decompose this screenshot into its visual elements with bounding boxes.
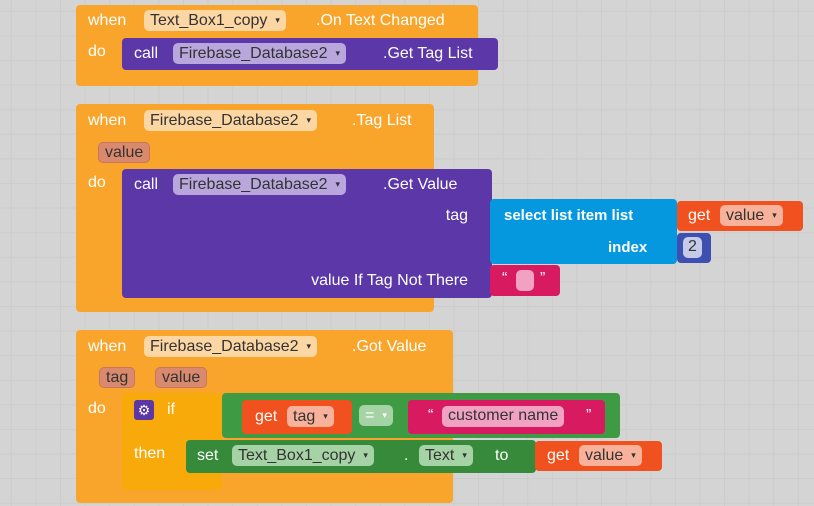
component-dropdown[interactable]: Firebase_Database2 ▾ [144, 110, 318, 131]
component-name: Firebase_Database2 [179, 45, 328, 62]
set-text-block[interactable]: set Text_Box1_copy ▾ . Text ▾ to [186, 440, 536, 473]
component-dropdown[interactable]: Firebase_Database2 ▾ [144, 336, 318, 357]
gear-icon[interactable]: ⚙ [134, 400, 154, 420]
get-label: get [688, 207, 711, 224]
if-label: if [167, 401, 175, 418]
component-name: Text_Box1_copy [238, 447, 356, 464]
param-value[interactable]: value [155, 367, 208, 388]
property-name: Text [425, 447, 455, 464]
quote-close: ” [586, 407, 592, 424]
dot-label: . [404, 447, 409, 464]
do-label: do [88, 43, 106, 60]
event-name: .Tag List [352, 112, 412, 129]
chevron-down-icon: ▾ [306, 341, 312, 351]
quote-open: “ [502, 270, 508, 287]
tag-socket-label: tag [445, 207, 468, 224]
component-dropdown[interactable]: Text_Box1_copy ▾ [232, 445, 374, 466]
chevron-down-icon: ▾ [462, 450, 467, 460]
method-name: .Get Value [383, 176, 458, 193]
chevron-down-icon: ▾ [772, 210, 777, 220]
when-label: when [88, 338, 127, 355]
chevron-down-icon: ▾ [323, 411, 328, 421]
variable-dropdown[interactable]: value ▾ [720, 205, 783, 226]
text-field[interactable]: customer name [442, 406, 565, 427]
variable-dropdown[interactable]: value ▾ [579, 445, 642, 466]
component-name: Text_Box1_copy [150, 12, 268, 29]
param-tag[interactable]: tag [99, 367, 136, 388]
property-dropdown[interactable]: Text ▾ [419, 445, 473, 466]
event-name: .On Text Changed [316, 12, 445, 29]
when-label: when [88, 112, 127, 129]
call-label: call [134, 45, 159, 62]
get-value-block[interactable]: get value ▾ [535, 441, 662, 471]
call-label: call [134, 176, 159, 193]
number-block[interactable]: 2 [677, 233, 711, 263]
component-name: Firebase_Database2 [179, 176, 328, 193]
to-label: to [495, 447, 509, 464]
then-label: then [134, 445, 166, 462]
component-dropdown[interactable]: Firebase_Database2 ▾ [173, 43, 347, 64]
index-label: index [608, 239, 648, 256]
get-value-block[interactable]: get value ▾ [677, 201, 803, 231]
call-get-value-block[interactable]: call Firebase_Database2▾ .Get Value tag … [122, 169, 492, 298]
chevron-down-icon: ▾ [275, 15, 280, 25]
component-name: Firebase_Database2 [150, 338, 299, 355]
chevron-down-icon: ▾ [382, 410, 387, 420]
default-socket-label: value If Tag Not There [311, 272, 468, 289]
variable-name: value [726, 207, 765, 224]
chevron-down-icon: ▾ [335, 48, 341, 58]
variable-name: tag [293, 408, 316, 425]
variable-dropdown[interactable]: tag ▾ [287, 406, 334, 427]
operator-dropdown[interactable]: =▾ [359, 405, 393, 426]
do-label: do [88, 400, 106, 417]
get-label: get [547, 447, 570, 464]
component-name: Firebase_Database2 [150, 112, 299, 129]
param-value[interactable]: value [98, 142, 151, 163]
do-label: do [88, 174, 106, 191]
text-block-empty[interactable]: “ ” [490, 265, 560, 296]
quote-close: ” [540, 270, 546, 287]
chevron-down-icon: ▾ [363, 450, 368, 460]
operator: = [365, 407, 375, 424]
call-get-tag-list-block[interactable]: call Firebase_Database2 ▾ .Get Tag List [122, 38, 498, 70]
text-field[interactable] [516, 270, 534, 291]
event-name: .Got Value [352, 338, 427, 355]
get-tag-block[interactable]: get tag ▾ [242, 400, 352, 434]
variable-name: value [585, 447, 624, 464]
get-label: get [255, 408, 278, 425]
number-field[interactable]: 2 [683, 237, 702, 258]
chevron-down-icon: ▾ [335, 179, 341, 189]
select-list-item-block[interactable]: select list item list index [490, 199, 677, 264]
text-block-customer-name[interactable]: “ customer name ” [408, 400, 605, 434]
quote-open: “ [428, 407, 434, 424]
component-dropdown[interactable]: Text_Box1_copy ▾ [144, 10, 286, 31]
chevron-down-icon: ▾ [631, 450, 636, 460]
set-label: set [197, 447, 219, 464]
method-name: .Get Tag List [383, 45, 473, 62]
chevron-down-icon: ▾ [306, 115, 312, 125]
when-label: when [88, 12, 127, 29]
component-dropdown[interactable]: Firebase_Database2 ▾ [173, 174, 347, 195]
select-list-label: select list item list [504, 207, 634, 224]
